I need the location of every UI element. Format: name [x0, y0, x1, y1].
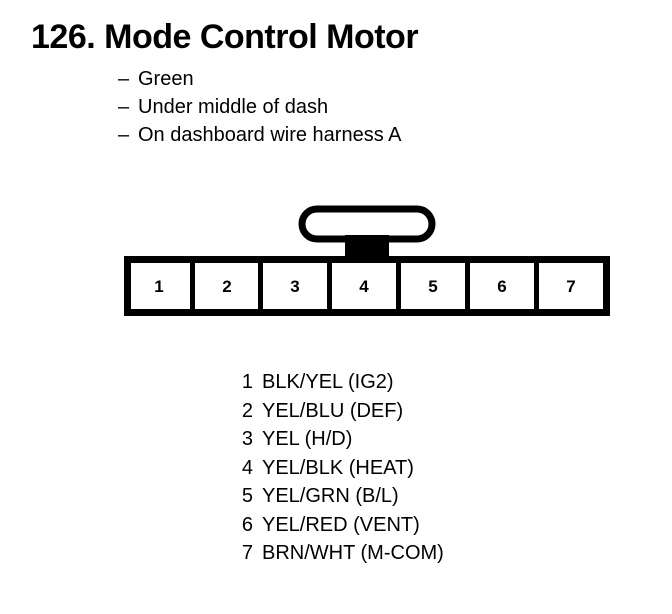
list-item-label: On dashboard wire harness A	[138, 124, 402, 146]
page-title: 126. Mode Control Motor	[31, 18, 419, 56]
list-item: –Green	[118, 66, 538, 94]
pinout-pin-number: 2	[241, 399, 253, 422]
pinout-row: 4 YEL/BLK (HEAT)	[180, 456, 510, 485]
pinout-pin-description: YEL/RED (VENT)	[262, 513, 420, 536]
connector-pin-7: 7	[566, 277, 575, 296]
dash-icon: –	[118, 124, 130, 146]
detail-list: –Green –Under middle of dash –On dashboa…	[118, 66, 538, 150]
connector-pin-3: 3	[290, 277, 299, 296]
pinout-pin-number: 3	[241, 428, 253, 450]
connector-pin-1: 1	[154, 277, 163, 296]
dash-icon: –	[118, 68, 130, 90]
connector-pin-2: 2	[222, 277, 231, 296]
pinout-pin-number: 4	[241, 456, 253, 479]
list-item-label: Green	[138, 68, 194, 90]
connector-diagram: 1 2 3 4 5 6 7	[124, 204, 610, 316]
connector-pin-6: 6	[497, 277, 506, 296]
pinout-row: 2 YEL/BLU (DEF)	[180, 399, 510, 428]
list-item: –Under middle of dash	[118, 94, 538, 122]
pinout-row: 1 BLK/YEL (IG2)	[180, 370, 510, 399]
pinout-pin-description: BLK/YEL (IG2)	[262, 371, 394, 393]
pinout-pin-description: YEL/BLK (HEAT)	[262, 456, 414, 479]
connector-pin-5: 5	[428, 277, 437, 296]
connector-body	[124, 256, 610, 316]
pinout-pin-number: 5	[241, 485, 253, 507]
list-item-label: Under middle of dash	[138, 96, 329, 118]
dash-icon: –	[118, 96, 130, 118]
connector-pin-4: 4	[359, 277, 369, 296]
pin-dividers	[190, 263, 539, 309]
pinout-pin-description: BRN/WHT (M-COM)	[262, 542, 444, 564]
pinout-list: 1 BLK/YEL (IG2) 2 YEL/BLU (DEF) 3 YEL (H…	[180, 370, 510, 570]
pinout-pin-number: 7	[241, 542, 253, 564]
pinout-row: 5 YEL/GRN (B/L)	[180, 484, 510, 513]
pinout-row: 7 BRN/WHT (M-COM)	[180, 541, 510, 570]
pinout-row: 6 YEL/RED (VENT)	[180, 513, 510, 542]
pinout-pin-number: 1	[241, 371, 253, 393]
connector-latch-icon	[298, 205, 436, 260]
pinout-row: 3 YEL (H/D)	[180, 427, 510, 456]
list-item: –On dashboard wire harness A	[118, 122, 538, 150]
pinout-pin-description: YEL/BLU (DEF)	[262, 399, 404, 422]
pinout-pin-description: YEL (H/D)	[262, 428, 353, 450]
pinout-pin-description: YEL/GRN (B/L)	[262, 485, 399, 507]
pinout-pin-number: 6	[241, 513, 253, 536]
